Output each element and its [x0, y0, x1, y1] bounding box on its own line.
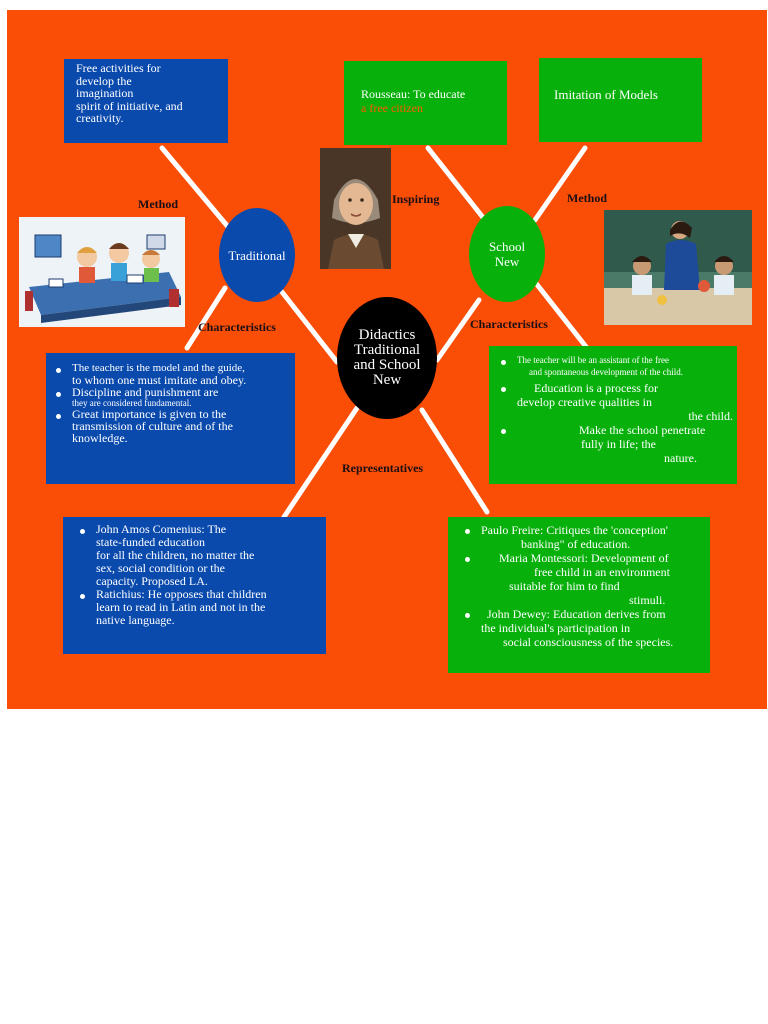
connector-schoolnew-characteristics	[532, 279, 590, 351]
school-new-inspiring-box: Rousseau: To educate a free citizen	[344, 61, 507, 145]
center-node-label: and School	[353, 357, 421, 373]
inspiring-label: Inspiring	[392, 192, 440, 206]
school-new-representatives-box: Paulo Freire: Critiques the 'conception'…	[448, 517, 710, 673]
list-item: Education is a process for develop creat…	[501, 381, 733, 423]
list-item: Discipline and punishment are they are c…	[56, 386, 295, 408]
concept-map: Free activities for develop the imaginat…	[7, 10, 767, 709]
connector-inspiring-schoolnew	[425, 145, 488, 223]
connector-method-schoolnew	[532, 145, 588, 223]
connector-traditional-characteristics	[184, 285, 228, 351]
traditional-representatives-box: John Amos Comenius: The state-funded edu…	[63, 517, 326, 654]
traditional-characteristics-box: The teacher is the model and the guide, …	[46, 353, 295, 484]
center-node-label: New	[372, 372, 402, 388]
list-item: Great importance is given to the transmi…	[56, 408, 295, 444]
list-item: The teacher is the model and the guide, …	[56, 362, 295, 386]
school-new-node: School New	[469, 206, 545, 302]
connector-schoolnew-center	[434, 297, 482, 363]
center-node-label: Traditional	[353, 342, 421, 358]
connector-traditional-method	[159, 145, 232, 231]
classroom-illustration	[19, 217, 185, 327]
teacher-classroom-photo	[604, 210, 752, 325]
school-new-characteristics-label: Characteristics	[470, 317, 548, 331]
list-item: John Dewey: Education derives from the i…	[465, 607, 706, 649]
method-line: spirit of initiative, and	[76, 98, 183, 113]
center-node-label: Didactics	[358, 327, 416, 343]
method-text: Imitation of Models	[554, 87, 658, 102]
method-line: creativity.	[76, 111, 124, 125]
traditional-node: Traditional	[219, 208, 295, 302]
representatives-label: Representatives	[342, 461, 424, 475]
school-new-method-box: Imitation of Models	[539, 58, 702, 142]
traditional-characteristics-label: Characteristics	[198, 320, 276, 334]
method-line: develop the	[76, 73, 132, 88]
inspiring-highlight: a free citizen	[361, 101, 423, 115]
method-line: Free activities for	[76, 61, 161, 75]
school-new-node-label: School	[488, 239, 526, 254]
connector-center-right-representatives	[419, 407, 490, 515]
school-new-characteristics-box: The teacher will be an assistant of the …	[489, 346, 737, 484]
school-new-method-label: Method	[567, 191, 607, 205]
connector-center-left-representatives	[281, 405, 360, 520]
method-line: imagination	[76, 86, 134, 100]
list-item: Make the school penetrate fully in life;…	[501, 423, 733, 465]
traditional-node-label: Traditional	[228, 247, 286, 263]
traditional-method-box: Free activities for develop the imaginat…	[64, 59, 228, 143]
rousseau-portrait	[320, 148, 391, 269]
list-item: Ratichius: He opposes that children lear…	[80, 588, 326, 627]
list-item: Paulo Freire: Critiques the 'conception'…	[465, 523, 706, 551]
school-new-node-label: New	[494, 254, 520, 269]
connector-traditional-center	[279, 289, 340, 365]
list-item: Maria Montessori: Development of free ch…	[465, 551, 706, 607]
list-item: The teacher will be an assistant of the …	[501, 354, 733, 378]
connector-lines	[159, 145, 590, 520]
center-node: Didactics Traditional and School New	[337, 297, 437, 419]
traditional-method-label: Method	[138, 197, 178, 211]
inspiring-text: Rousseau: To educate	[361, 87, 466, 101]
list-item: John Amos Comenius: The state-funded edu…	[80, 523, 326, 588]
